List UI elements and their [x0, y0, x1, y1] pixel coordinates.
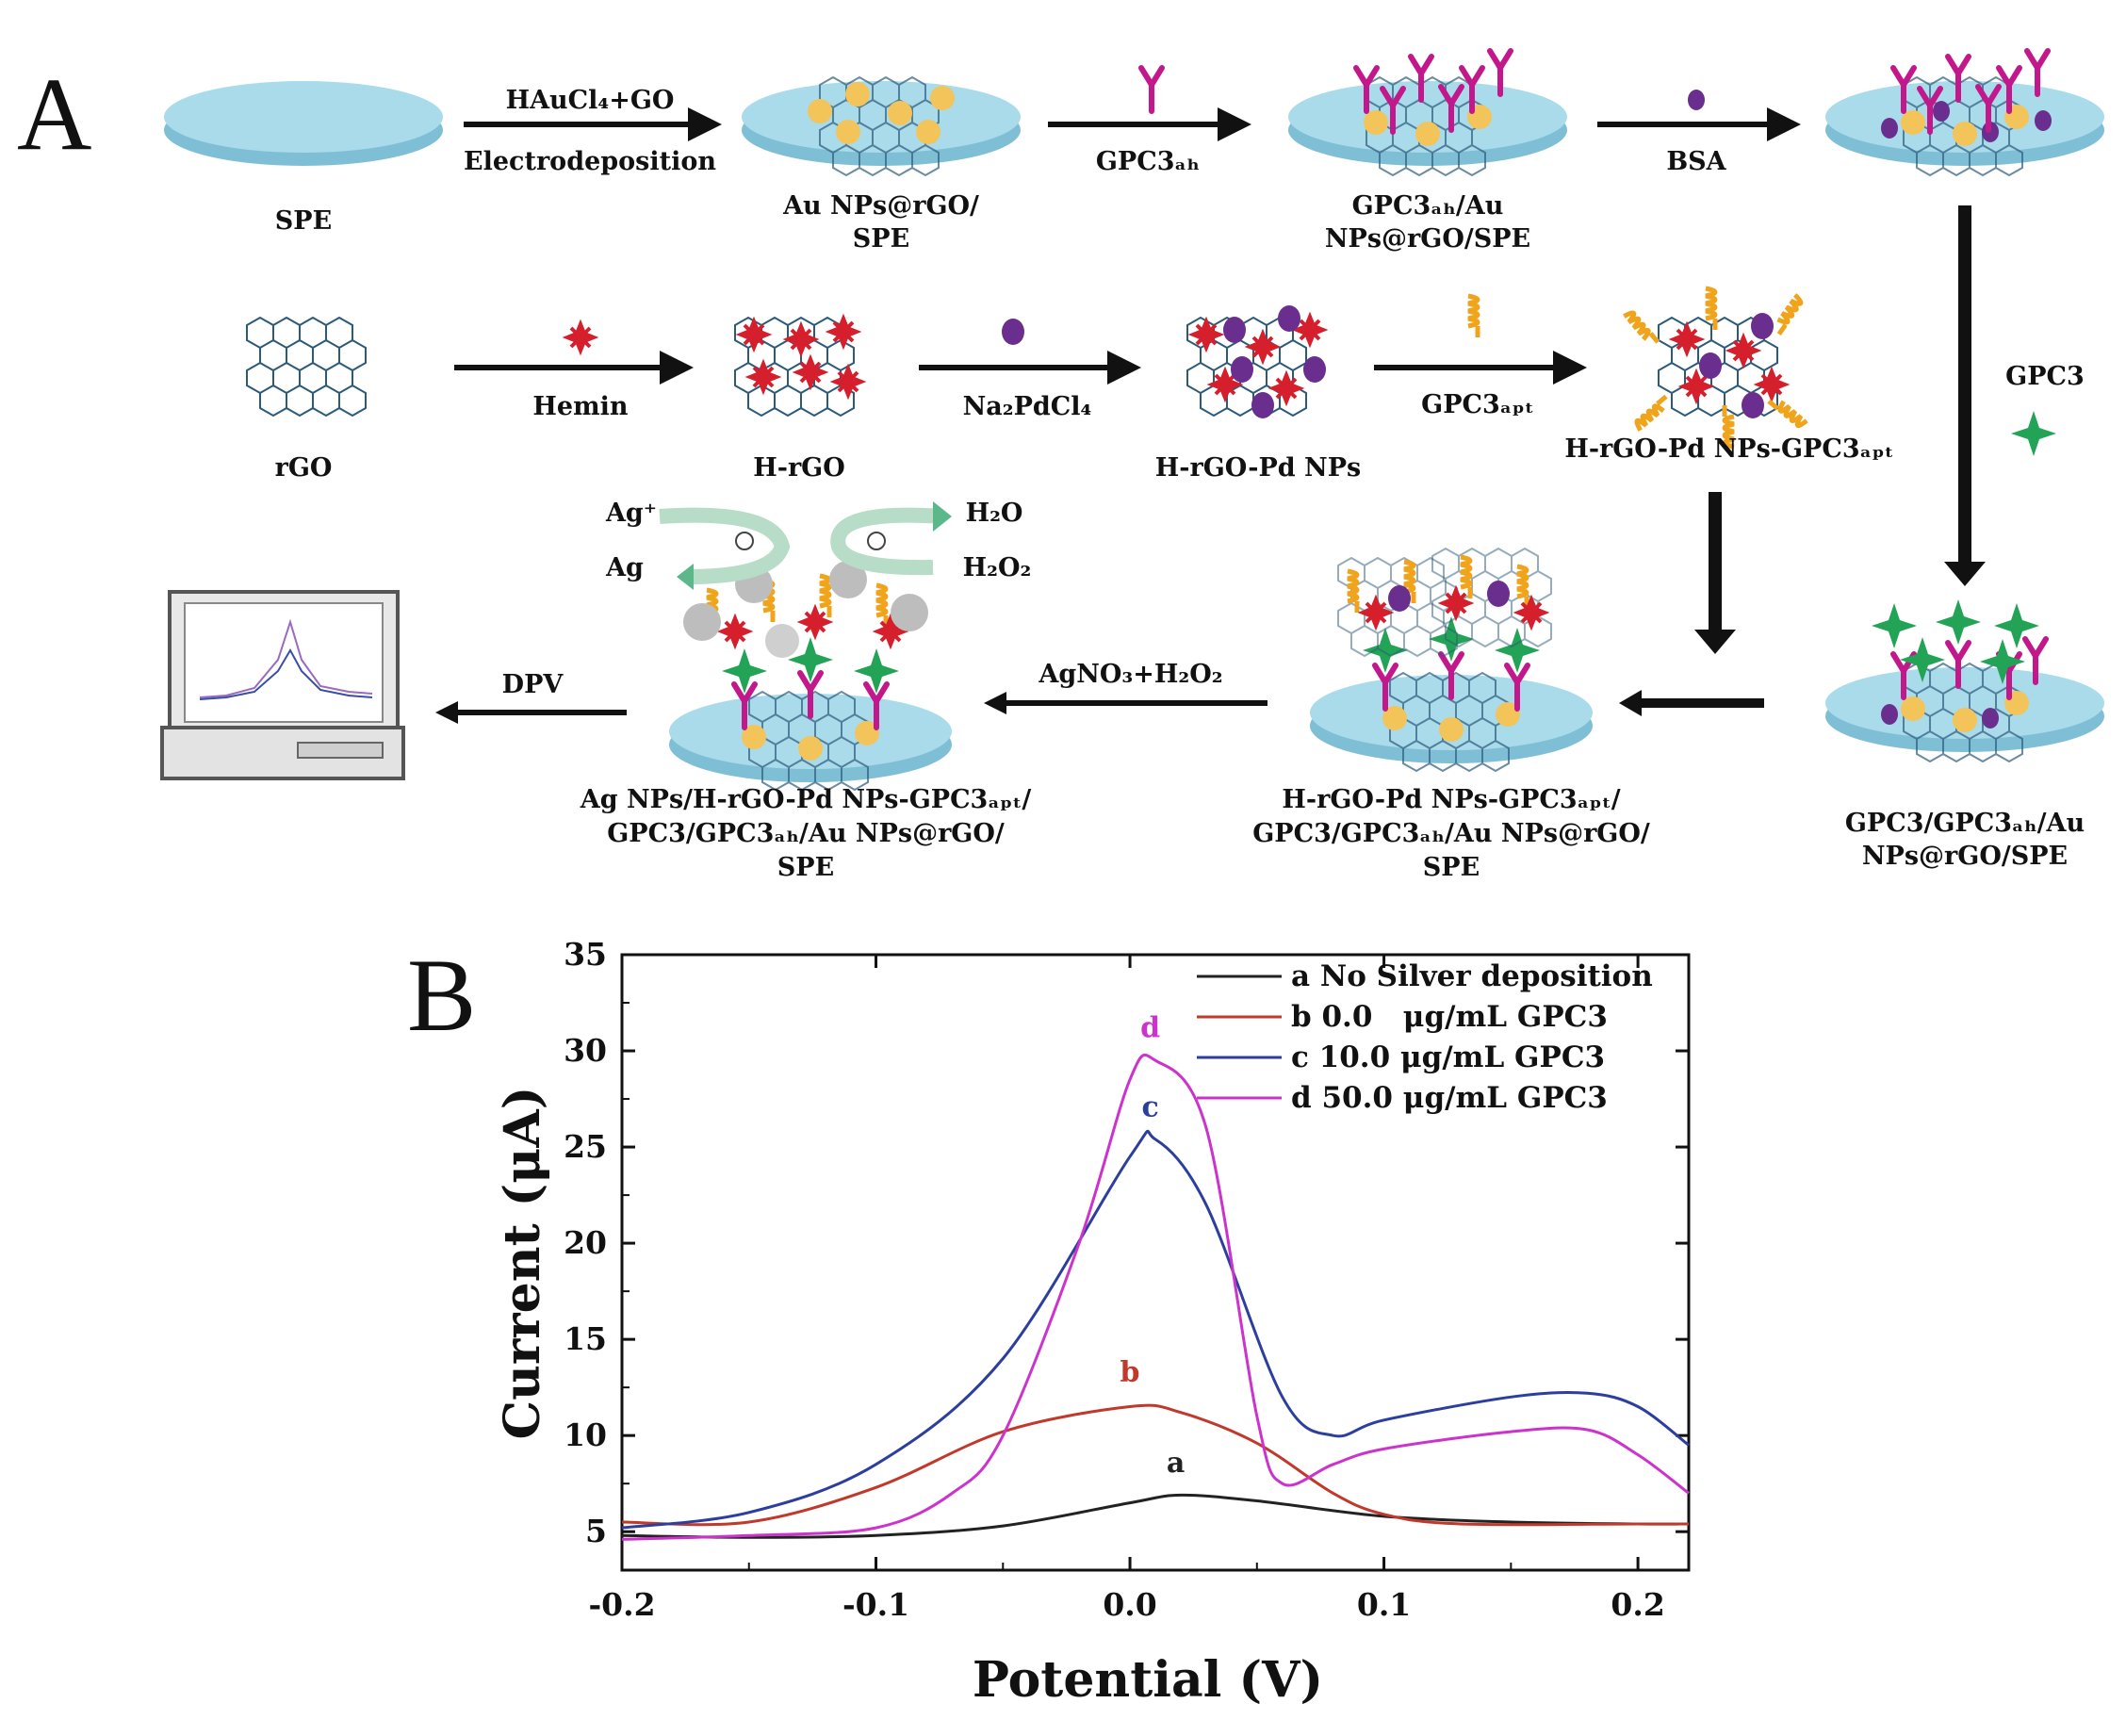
y-tick-label: 15	[564, 1320, 607, 1357]
y-axis-title: Current (μA)	[494, 1087, 551, 1440]
x-tick-label: 0.2	[1611, 1586, 1664, 1623]
legend: a No Silver deposition b 0.0 μg/mL GPC3 c …	[1197, 959, 1653, 1115]
sandwich-label-line1: H-rGO-Pd NPs-GPC3ₐₚₜ/	[1282, 785, 1620, 814]
pd-nps-icon	[1002, 319, 1024, 345]
hemin-icon	[565, 322, 596, 352]
sandwich-electrode	[1310, 548, 1593, 772]
silver-label-line2: GPC3/GPC3ₐₕ/Au NPs@rGO/	[607, 819, 1005, 848]
h2o2-label: H₂O₂	[963, 553, 1032, 582]
au-nps-label-line2: SPE	[853, 224, 909, 254]
catalysis-scheme: Ag⁺ Ag H₂O H₂O₂	[605, 499, 1031, 590]
y-axis: 5 10 15 20 25 30 35	[564, 936, 1689, 1549]
aptamer-icon	[1468, 296, 1478, 337]
silver-label-line3: SPE	[777, 853, 834, 882]
sandwich-label-line3: SPE	[1423, 853, 1480, 882]
curve-c	[621, 1129, 1690, 1530]
silver-deposited-electrode	[669, 561, 952, 791]
h2o-label: H₂O	[966, 499, 1023, 528]
x-tick-label: 0.1	[1357, 1586, 1411, 1623]
y-tick-label: 35	[564, 936, 607, 973]
curve-label-a: a	[1167, 1447, 1185, 1480]
sandwich-label-line2: GPC3/GPC3ₐₕ/Au NPs@rGO/	[1252, 819, 1650, 848]
panel-b-letter: B	[407, 938, 476, 1053]
legend-label-d: d 50.0 μg/mL GPC3	[1291, 1081, 1608, 1115]
gpc3-electrode-label-line1: GPC3/GPC3ₐₕ/Au	[1845, 809, 2085, 838]
gpc3-electrode-label-line2: NPs@rGO/SPE	[1862, 842, 2068, 871]
arrow-bsa-label: BSA	[1666, 147, 1726, 176]
bsa-icon	[1688, 90, 1705, 110]
au-nps-rgo-spe-electrode	[742, 76, 1021, 176]
electron-icon	[735, 532, 754, 550]
arrow-aptamer-label: GPC3ₐₚₜ	[1421, 390, 1534, 419]
y-tick-label: 10	[564, 1417, 607, 1453]
curves	[621, 1053, 1690, 1541]
gpc3-captured-electrode	[1825, 599, 2104, 762]
h-rgo-sheet	[734, 317, 863, 417]
bsa-blocked-electrode	[1825, 51, 2104, 176]
x-axis: -0.2 -0.1 0.0 0.1 0.2	[588, 955, 1665, 1623]
curve-a	[621, 1493, 1690, 1539]
curve-label-d: d	[1140, 1012, 1160, 1045]
plot-frame	[620, 953, 1691, 1572]
ag-ion-label: Ag⁺	[605, 499, 657, 528]
au-nps-label-line1: Au NPs@rGO/	[782, 191, 979, 221]
h-rgo-pd-label: H-rGO-Pd NPs	[1155, 453, 1361, 483]
arrow-silver-label: AgNO₃+H₂O₂	[1038, 660, 1222, 689]
x-axis-title: Potential (V)	[973, 1651, 1323, 1709]
probe-complex	[1624, 288, 1807, 447]
rgo-sheet	[246, 317, 367, 417]
antibody-electrode	[1288, 51, 1567, 176]
curve-labels: a b c d	[1120, 1012, 1186, 1480]
rgo-label: rGO	[275, 453, 333, 483]
dpv-chart: 5 10 15 20 25 30 35 -0.2 -0.1 0.0 0.1 0.2 a b c d a N…	[494, 936, 1691, 1709]
h-rgo-label: H-rGO	[753, 453, 845, 483]
x-tick-label: -0.2	[588, 1586, 655, 1623]
arrow-electrodeposition-bottom-label: Electrodeposition	[464, 147, 716, 176]
panel-a: A SPE HAuCl₄+GO Electrodeposition Au NPs…	[17, 51, 2104, 882]
computer-icon	[160, 590, 405, 780]
electron-icon-2	[867, 532, 886, 550]
legend-label-b: b 0.0 μg/mL GPC3	[1291, 1000, 1608, 1034]
legend-label-a: a No Silver deposition	[1291, 959, 1653, 993]
ag-label: Ag	[605, 553, 644, 582]
curve-label-c: c	[1141, 1090, 1158, 1123]
arrow-dpv-label: DPV	[502, 670, 564, 699]
x-tick-label: 0.0	[1103, 1586, 1156, 1623]
curve-b	[621, 1403, 1689, 1527]
x-tick-label: -0.1	[842, 1586, 909, 1623]
silver-label-line1: Ag NPs/H-rGO-Pd NPs-GPC3ₐₚₜ/	[580, 785, 1032, 814]
spe-label: SPE	[275, 206, 332, 236]
panel-a-letter: A	[17, 57, 91, 172]
y-tick-label: 30	[564, 1032, 607, 1069]
gpc3-antigen-icon	[2011, 411, 2056, 456]
curve-d	[621, 1053, 1690, 1541]
antibody-label-line2: NPs@rGO/SPE	[1325, 224, 1530, 254]
arrow-pd-label: Na₂PdCl₄	[963, 392, 1092, 421]
probe-complex-label: H-rGO-Pd NPs-GPC3ₐₚₜ	[1564, 434, 1893, 464]
panel-b: B 5 10 15 20 25 30 35 -0.2 -0.1 0.0 0.1 0.2 a b c d a…	[407, 936, 1691, 1709]
curve-label-b: b	[1120, 1356, 1140, 1389]
legend-label-c: c 10.0 μg/mL GPC3	[1291, 1040, 1605, 1074]
arrow-antibody-label: GPC3ₐₕ	[1096, 147, 1200, 176]
y-tick-label: 5	[585, 1513, 607, 1549]
y-tick-label: 25	[564, 1128, 607, 1165]
arrow-down-gpc3-label: GPC3	[2005, 362, 2085, 391]
arrow-hemin-label: Hemin	[532, 392, 629, 421]
spe-electrode	[164, 81, 443, 166]
h-rgo-pd-sheet	[1186, 305, 1326, 418]
y-tick-label: 20	[564, 1224, 607, 1261]
antibody-icon	[1141, 68, 1162, 111]
arrow-electrodeposition-top-label: HAuCl₄+GO	[506, 86, 675, 115]
antibody-label-line1: GPC3ₐₕ/Au	[1352, 191, 1504, 221]
